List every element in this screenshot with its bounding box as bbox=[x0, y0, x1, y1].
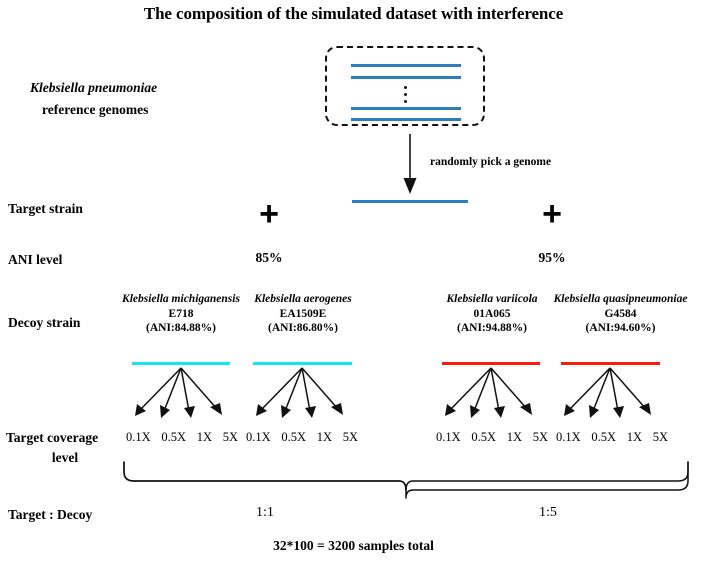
coverage-label-3-2: 0.5X bbox=[471, 430, 497, 444]
coverage-label-3-1: 0.1X bbox=[436, 430, 461, 444]
ani-level-row-label: ANI level bbox=[8, 252, 63, 267]
decoy-strain-id-1: E718 bbox=[168, 307, 194, 320]
decoy-species-4: Klebsiella quasipneumoniae bbox=[553, 293, 688, 305]
coverage-labels-2: 0.1X 0.5X 1X 5X bbox=[246, 430, 358, 445]
reference-genome-line-3 bbox=[351, 107, 461, 110]
vertical-ellipsis-dot-2 bbox=[404, 93, 407, 96]
coverage-fan-2 bbox=[248, 366, 356, 426]
grouping-brace bbox=[118, 460, 694, 502]
decoy-species-1: Klebsiella michiganensis bbox=[122, 293, 240, 305]
target-coverage-row-label-line2: level bbox=[51, 450, 79, 465]
reference-genomes-species-label: Klebsiella pneumoniae bbox=[30, 80, 158, 95]
coverage-label-1-3: 1X bbox=[196, 430, 212, 444]
decoy-caption-4: Klebsiella quasipneumoniae G4584 (ANI:94… bbox=[548, 292, 693, 336]
coverage-label-3-4: 5X bbox=[532, 430, 548, 444]
coverage-labels-3: 0.1X 0.5X 1X 5X bbox=[436, 430, 548, 445]
decoy-caption-2: Klebsiella aerogenes EA1509E (ANI:86.80%… bbox=[245, 292, 361, 336]
decoy-bar-4 bbox=[561, 362, 660, 365]
coverage-fan-4 bbox=[556, 366, 664, 426]
coverage-label-3-3: 1X bbox=[506, 430, 522, 444]
reference-genome-line-4 bbox=[351, 118, 461, 121]
coverage-label-1-1: 0.1X bbox=[126, 430, 151, 444]
decoy-strain-id-3: 01A065 bbox=[473, 307, 511, 320]
random-pick-label: randomly pick a genome bbox=[430, 156, 552, 168]
coverage-label-2-2: 0.5X bbox=[281, 430, 307, 444]
total-samples-label: 32*100 = 3200 samples total bbox=[273, 538, 434, 553]
reference-genomes-label: reference genomes bbox=[42, 102, 149, 117]
coverage-labels-1: 0.1X 0.5X 1X 5X bbox=[126, 430, 238, 445]
figure-title: The composition of the simulated dataset… bbox=[143, 4, 564, 23]
decoy-species-3: Klebsiella variicola bbox=[446, 293, 538, 305]
coverage-label-2-1: 0.1X bbox=[246, 430, 271, 444]
vertical-ellipsis-dot-3 bbox=[404, 100, 407, 103]
reference-genome-line-1 bbox=[351, 64, 461, 67]
decoy-bar-2 bbox=[253, 362, 352, 365]
coverage-fan-1 bbox=[127, 366, 235, 426]
coverage-fan-3 bbox=[437, 366, 545, 426]
target-strain-row-label: Target strain bbox=[8, 201, 83, 216]
decoy-bar-3 bbox=[442, 362, 540, 365]
decoy-ani-1: (ANI:84.88%) bbox=[146, 322, 216, 335]
coverage-label-1-4: 5X bbox=[222, 430, 238, 444]
ratio-value-right: 1:5 bbox=[539, 505, 557, 520]
decoy-caption-3: Klebsiella variicola 01A065 (ANI:94.88%) bbox=[434, 292, 550, 336]
ratio-value-left: 1:1 bbox=[256, 505, 274, 520]
coverage-label-2-3: 1X bbox=[316, 430, 332, 444]
coverage-label-4-1: 0.1X bbox=[556, 430, 581, 444]
coverage-label-4-3: 1X bbox=[626, 430, 642, 444]
random-pick-arrow bbox=[398, 134, 422, 196]
decoy-ani-4: (ANI:94.60%) bbox=[585, 322, 656, 335]
ani-level-value-right: 95% bbox=[538, 250, 566, 265]
decoy-bar-1 bbox=[132, 362, 230, 365]
coverage-label-2-4: 5X bbox=[342, 430, 358, 444]
target-coverage-row-label: Target coverage bbox=[6, 430, 99, 445]
coverage-label-4-4: 5X bbox=[652, 430, 668, 444]
ani-level-value-left: 85% bbox=[255, 250, 283, 265]
coverage-label-1-2: 0.5X bbox=[161, 430, 187, 444]
decoy-ani-3: (ANI:94.88%) bbox=[457, 322, 527, 335]
target-decoy-ratio-row-label: Target : Decoy bbox=[8, 507, 93, 522]
reference-genome-line-2 bbox=[351, 76, 461, 79]
coverage-label-4-2: 0.5X bbox=[591, 430, 617, 444]
target-strain-bar bbox=[352, 200, 468, 203]
decoy-strain-id-2: EA1509E bbox=[279, 307, 327, 320]
reference-genome-box bbox=[325, 46, 485, 126]
decoy-strain-id-4: G4584 bbox=[604, 307, 637, 320]
plus-sign-right: + bbox=[542, 195, 562, 233]
decoy-species-2: Klebsiella aerogenes bbox=[254, 293, 352, 305]
vertical-ellipsis-dot-1 bbox=[404, 86, 407, 89]
coverage-labels-4: 0.1X 0.5X 1X 5X bbox=[556, 430, 668, 445]
decoy-strain-row-label: Decoy strain bbox=[8, 315, 81, 330]
plus-sign-left: + bbox=[259, 195, 279, 233]
decoy-ani-2: (ANI:86.80%) bbox=[268, 322, 338, 335]
decoy-caption-1: Klebsiella michiganensis E718 (ANI:84.88… bbox=[121, 292, 241, 336]
